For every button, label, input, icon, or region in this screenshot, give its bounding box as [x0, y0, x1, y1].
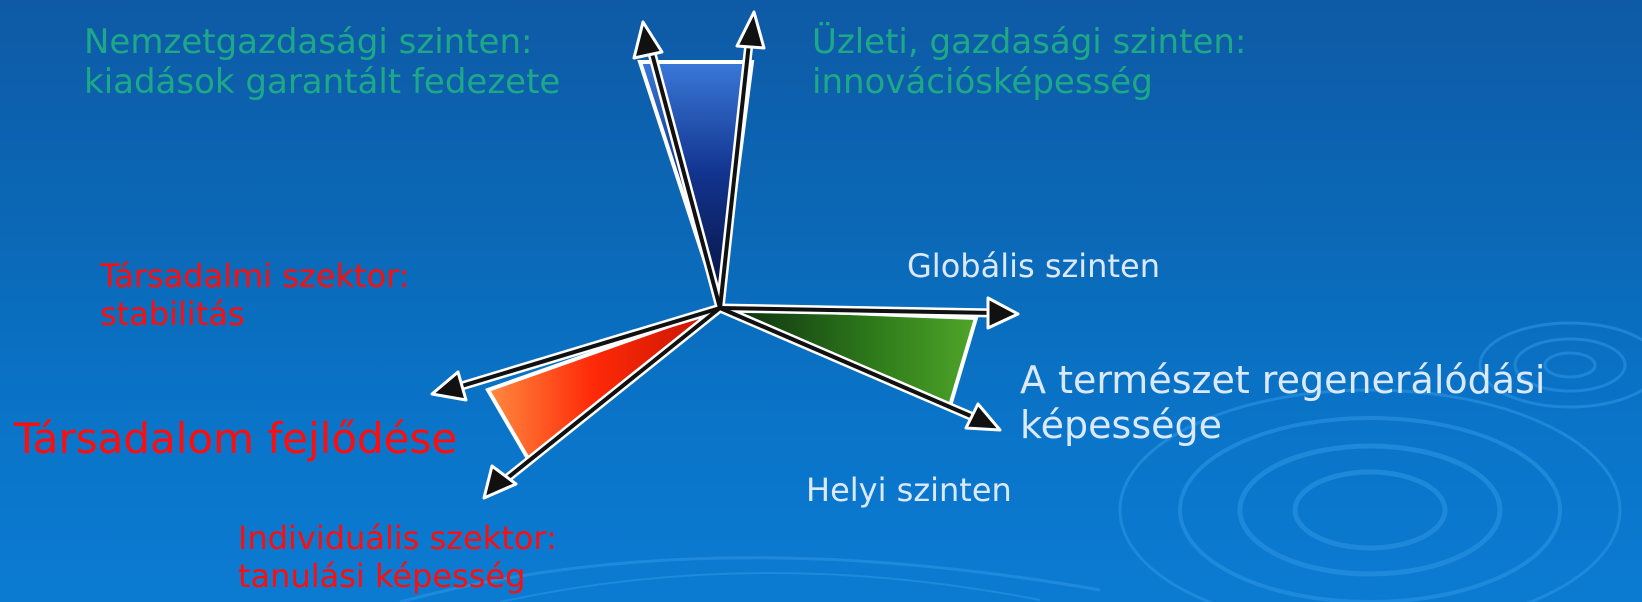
national-level-label: Nemzetgazdasági szinten: kiadások garant… [84, 22, 561, 103]
arrow-heads [430, 10, 1020, 500]
social-sector-label: Társadalmi szektor: stabilitás [100, 257, 410, 333]
business-level-label: Üzleti, gazdasági szinten: innovációskép… [812, 22, 1247, 103]
global-level-label: Globális szinten [907, 247, 1160, 285]
nature-regeneration-label: A természet regenerálódási képessége [1020, 358, 1546, 447]
local-level-label: Helyi szinten [806, 471, 1012, 509]
society-development-label: Társadalom fejlődése [14, 414, 458, 463]
individual-sector-label: Individuális szektor: tanulási képesség [238, 519, 557, 595]
arrow-lines [453, 32, 997, 482]
